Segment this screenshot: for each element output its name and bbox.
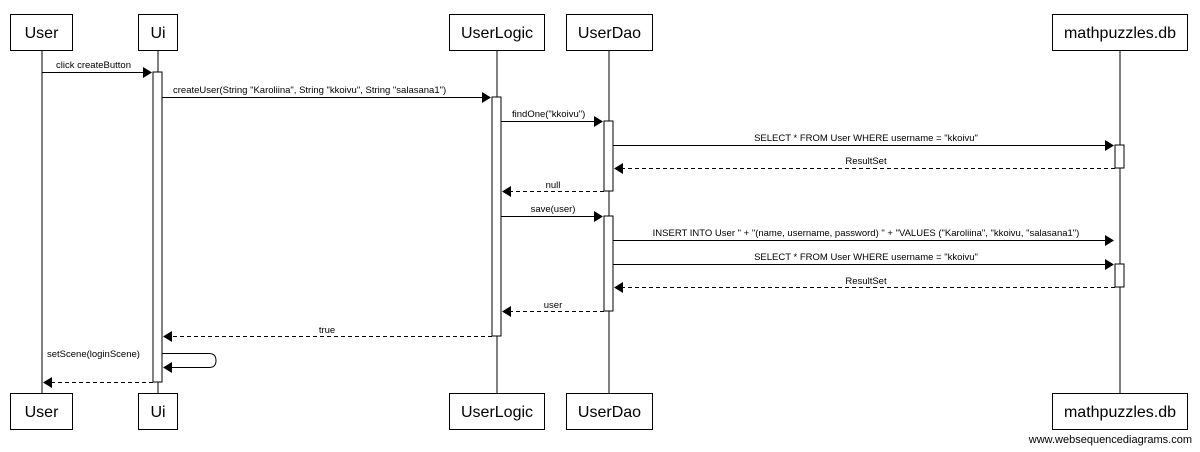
message-findone: findOne("kkoivu") xyxy=(501,109,603,127)
message-user-return: user xyxy=(502,300,604,317)
arrowhead-icon xyxy=(43,377,52,388)
arrowhead-icon xyxy=(502,186,511,197)
message-label: INSERT INTO User " + "(name, username, p… xyxy=(653,228,1080,239)
participant-label: UserDao xyxy=(578,404,641,421)
participant-userlogic: UserLogic xyxy=(449,14,545,51)
message-true: true xyxy=(163,325,492,342)
message-label: user xyxy=(544,300,562,311)
participant-userdao: UserDao xyxy=(566,14,653,51)
arrowhead-icon xyxy=(614,282,623,293)
arrowhead-icon xyxy=(614,163,623,174)
participant-label: User xyxy=(25,404,59,421)
message-label: ResultSet xyxy=(845,276,887,287)
message-label: click createButton xyxy=(56,60,131,71)
message-label: SELECT * FROM User WHERE username = "kko… xyxy=(754,133,978,144)
activation-db-2 xyxy=(1114,263,1125,288)
activation-db-1 xyxy=(1114,144,1125,169)
participant-db-bottom: mathpuzzles.db xyxy=(1052,393,1188,430)
message-insert: INSERT INTO User " + "(name, username, p… xyxy=(613,228,1114,246)
message-save: save(user) xyxy=(501,204,603,222)
arrowhead-icon xyxy=(594,116,603,127)
message-resultset-1: ResultSet xyxy=(614,156,1115,174)
activation-ui xyxy=(152,71,163,383)
message-label: createUser(String "Karoliina", String "k… xyxy=(173,85,446,96)
message-label: findOne("kkoivu") xyxy=(512,109,585,120)
message-label: setScene(loginScene) xyxy=(47,349,140,360)
message-return-user xyxy=(43,377,153,388)
participants-top: User Ui UserLogic UserDao mathpuzzles.db xyxy=(10,14,1188,51)
message-select-2: SELECT * FROM User WHERE username = "kko… xyxy=(613,252,1114,270)
message-setscene: setScene(loginScene) xyxy=(47,349,217,373)
arrowhead-icon xyxy=(502,306,511,317)
participant-label: Ui xyxy=(150,25,165,42)
participant-label: mathpuzzles.db xyxy=(1064,25,1176,42)
message-createuser: createUser(String "Karoliina", String "k… xyxy=(162,85,491,103)
activation-userlogic xyxy=(491,96,502,337)
message-null: null xyxy=(502,180,604,197)
message-label: ResultSet xyxy=(845,156,887,167)
message-select-1: SELECT * FROM User WHERE username = "kko… xyxy=(613,133,1114,151)
message-label: SELECT * FROM User WHERE username = "kko… xyxy=(754,252,978,263)
lifelines xyxy=(41,51,1121,393)
arrowhead-icon xyxy=(1105,140,1114,151)
participant-label: User xyxy=(25,25,59,42)
message-resultset-2: ResultSet xyxy=(614,276,1115,293)
arrowhead-icon xyxy=(163,331,172,342)
participants-bottom: User Ui UserLogic UserDao mathpuzzles.db xyxy=(10,393,1188,430)
messages: click createButton createUser(String "Ka… xyxy=(42,60,1115,388)
participant-label: UserLogic xyxy=(461,25,533,42)
participant-label: mathpuzzles.db xyxy=(1064,404,1176,421)
participant-db: mathpuzzles.db xyxy=(1052,14,1188,51)
activation-userdao-1 xyxy=(603,120,614,192)
message-label: null xyxy=(546,180,561,191)
participant-user: User xyxy=(10,14,73,51)
message-click-createbutton: click createButton xyxy=(42,60,152,78)
participant-label: UserDao xyxy=(578,25,641,42)
participant-ui-bottom: Ui xyxy=(138,393,178,430)
arrowhead-icon xyxy=(1105,235,1114,246)
arrowhead-icon xyxy=(1105,259,1114,270)
participant-label: Ui xyxy=(150,404,165,421)
participant-ui: Ui xyxy=(138,14,178,51)
message-label: true xyxy=(319,325,335,336)
arrowhead-icon xyxy=(594,211,603,222)
arrowhead-icon xyxy=(143,67,152,78)
participant-userlogic-bottom: UserLogic xyxy=(449,393,545,430)
arrowhead-icon xyxy=(482,92,491,103)
participant-user-bottom: User xyxy=(10,393,73,430)
participant-userdao-bottom: UserDao xyxy=(566,393,653,430)
activation-userdao-2 xyxy=(603,215,614,312)
message-label: save(user) xyxy=(531,204,576,215)
activations xyxy=(152,71,1125,383)
arrowhead-icon xyxy=(163,362,172,373)
watermark-link[interactable]: www.websequencediagrams.com xyxy=(1028,434,1192,446)
participant-label: UserLogic xyxy=(461,404,533,421)
